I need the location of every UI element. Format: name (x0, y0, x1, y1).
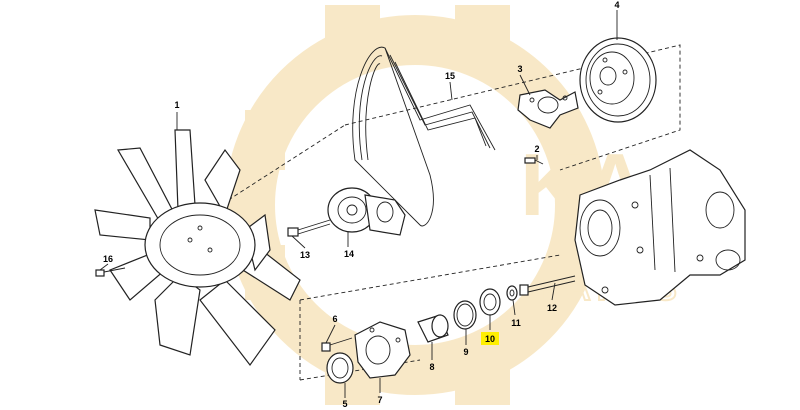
callout-3[interactable]: 3 (517, 64, 522, 74)
crankshaft-pulley (579, 37, 657, 123)
callout-9[interactable]: 9 (463, 347, 468, 357)
leader-lines (99, 10, 618, 398)
cooling-fan (94, 129, 301, 367)
callout-5[interactable]: 5 (342, 399, 347, 409)
drive-belt (352, 46, 496, 227)
fan-bracket (517, 89, 579, 129)
callout-10[interactable]: 10 (485, 334, 495, 344)
bolt-12 (519, 275, 576, 296)
seal-ring-5 (326, 352, 354, 384)
belt-tensioner (327, 187, 406, 236)
callout-12[interactable]: 12 (547, 303, 557, 313)
bushing-8 (417, 314, 449, 343)
pulley-bracket-7 (354, 321, 411, 379)
callout-6[interactable]: 6 (332, 314, 337, 324)
callout-labels: 1 2 3 4 5 6 7 8 9 10 11 12 13 14 15 16 (103, 0, 620, 409)
callout-4[interactable]: 4 (614, 0, 619, 10)
callout-7[interactable]: 7 (377, 395, 382, 405)
bolt-13 (287, 219, 331, 237)
washer-11 (506, 285, 518, 301)
callout-8[interactable]: 8 (429, 362, 434, 372)
callout-14[interactable]: 14 (344, 249, 354, 259)
callout-11[interactable]: 11 (511, 318, 521, 328)
bolt-2 (524, 157, 544, 165)
water-pump-housing (574, 149, 746, 306)
callout-15[interactable]: 15 (445, 71, 455, 81)
callout-16[interactable]: 16 (103, 254, 113, 264)
seal-10 (479, 288, 501, 316)
callout-13[interactable]: 13 (300, 250, 310, 260)
callout-10-highlight (481, 332, 499, 345)
o-ring-9 (453, 300, 477, 330)
callout-2[interactable]: 2 (534, 144, 539, 154)
callout-1[interactable]: 1 (174, 100, 179, 110)
